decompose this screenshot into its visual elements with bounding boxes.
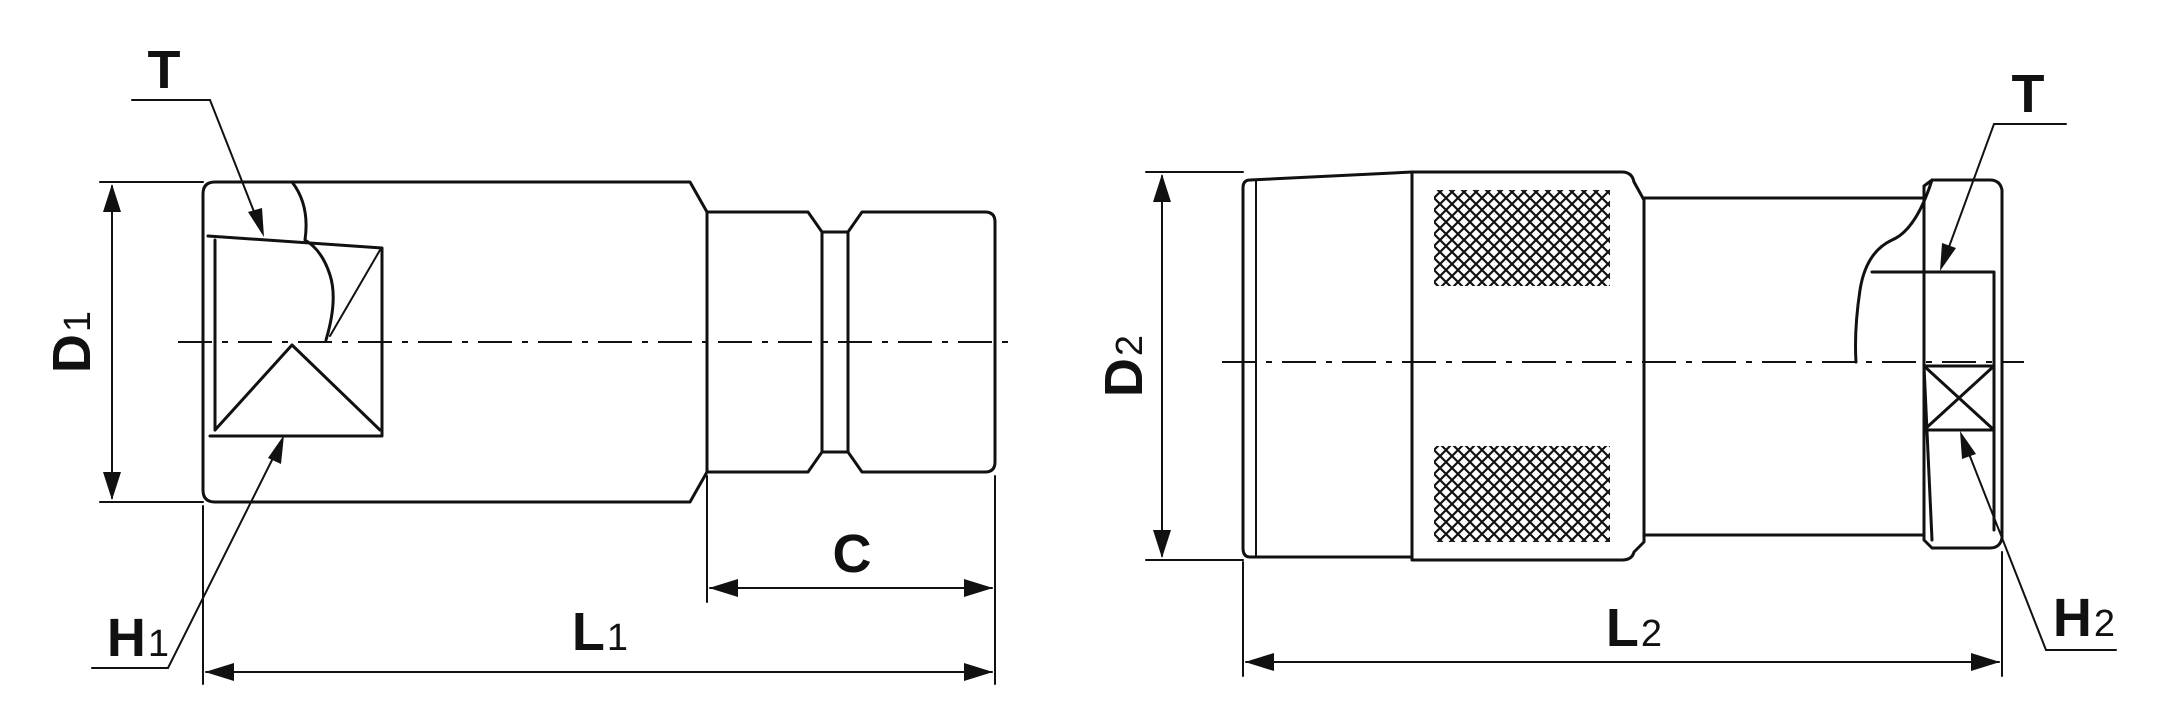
coupler-cutaway-break [1854, 178, 1934, 364]
coupler-rear-outline [1922, 178, 2004, 550]
leader-hex-right: H2 [1960, 431, 2117, 651]
dimension-c-label: C [833, 524, 872, 584]
dimension-l1: L1 [202, 475, 996, 685]
hex-left-label: H1 [107, 608, 169, 668]
leader-thread-left: T [131, 40, 264, 237]
dimension-c: C [706, 475, 993, 603]
dimension-l2-label: L2 [1606, 598, 1662, 658]
coupler-hex-symbol [1922, 364, 1996, 432]
female-coupler: D2 L2 T H2 [1094, 64, 2117, 677]
plug-body-outline [201, 180, 709, 504]
thread-left-label: T [148, 40, 181, 100]
dimension-d2: D2 [1094, 171, 1244, 561]
coupler-sleeve-outline [1410, 170, 1646, 562]
coupler-body-outline [1642, 196, 1926, 537]
dimension-d2-label: D2 [1094, 335, 1154, 397]
coupler-port-outline [1870, 270, 1996, 532]
leader-thread-right: T [1940, 64, 2067, 271]
dimension-d1: D1 [42, 181, 204, 503]
plug-hex-symbol [213, 343, 382, 432]
leader-hex-left: H1 [91, 435, 284, 669]
dimension-d1-label: D1 [42, 311, 102, 373]
knurl-top [1434, 190, 1610, 286]
coupler-front-outline [1241, 170, 1414, 559]
plug-cutaway-break [290, 180, 335, 342]
hex-right-label: H2 [2053, 588, 2115, 648]
plug-nipple-tip [846, 210, 997, 474]
dimension-l1-label: L1 [572, 602, 628, 662]
knurl-bottom [1434, 446, 1610, 542]
dimension-l2: L2 [1242, 551, 2003, 677]
coupler-port-edge [1922, 364, 1934, 542]
male-plug: D1 L1 C T H1 [42, 40, 1010, 685]
thread-right-label: T [2012, 64, 2045, 124]
plug-chamfer-line [329, 249, 381, 337]
